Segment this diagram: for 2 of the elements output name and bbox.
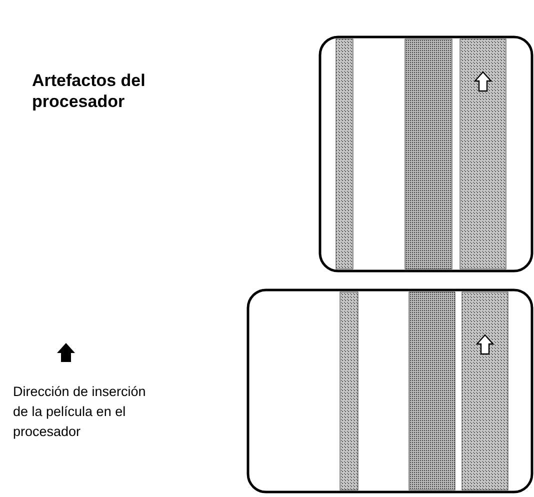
caption-text: Dirección de inserción de la película en el procesador	[13, 383, 147, 441]
title-heading: Artefactos del procesador	[32, 70, 146, 112]
